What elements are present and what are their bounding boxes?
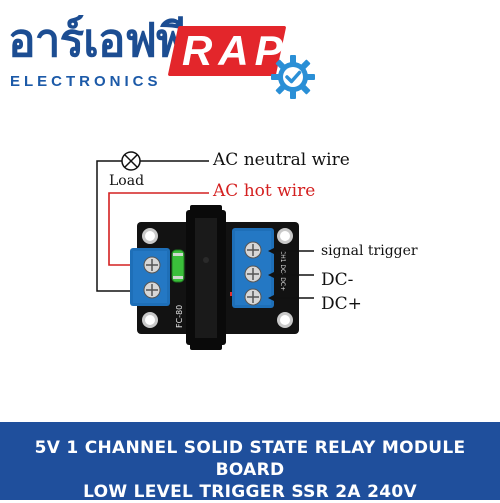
relay-board: FC-80 CH1 DC- DC+: [130, 205, 299, 350]
gear-check-icon: [271, 55, 315, 99]
product-title-banner: 5V 1 CHANNEL SOLID STATE RELAY MODULE BO…: [0, 422, 500, 502]
brand-tagline: ELECTRONICS: [10, 73, 162, 90]
load-label: Load: [109, 173, 145, 189]
signal-arrowheads: [268, 247, 276, 302]
board-marking: FC-80: [175, 305, 184, 328]
dc-minus-label: DC-: [321, 270, 354, 290]
product-title-line-1: 5V 1 CHANNEL SOLID STATE RELAY MODULE BO…: [34, 438, 466, 480]
pin-marks: CH1 DC- DC+: [279, 250, 286, 291]
brand-logo: อาร์เอฟพี RAP ELECTRONICS: [0, 0, 500, 120]
signal-wires: [274, 250, 314, 299]
rap-badge-text: RAP: [182, 27, 289, 74]
dc-plus-label: DC+: [321, 294, 362, 314]
relay-wiring-diagram: FC-80 CH1 DC- DC+: [96, 151, 314, 350]
hot-wire-label: AC hot wire: [213, 181, 316, 201]
hot-wire: [108, 192, 209, 266]
lamp-icon: [121, 151, 141, 171]
signal-trigger-label: signal trigger: [321, 243, 418, 259]
neutral-wire-label: AC neutral wire: [213, 150, 350, 170]
brand-thai-name: อาร์เอฟพี: [8, 13, 186, 67]
neutral-wire: [96, 160, 209, 292]
product-title-line-2: LOW LEVEL TRIGGER SSR 2A 240V: [83, 482, 417, 502]
